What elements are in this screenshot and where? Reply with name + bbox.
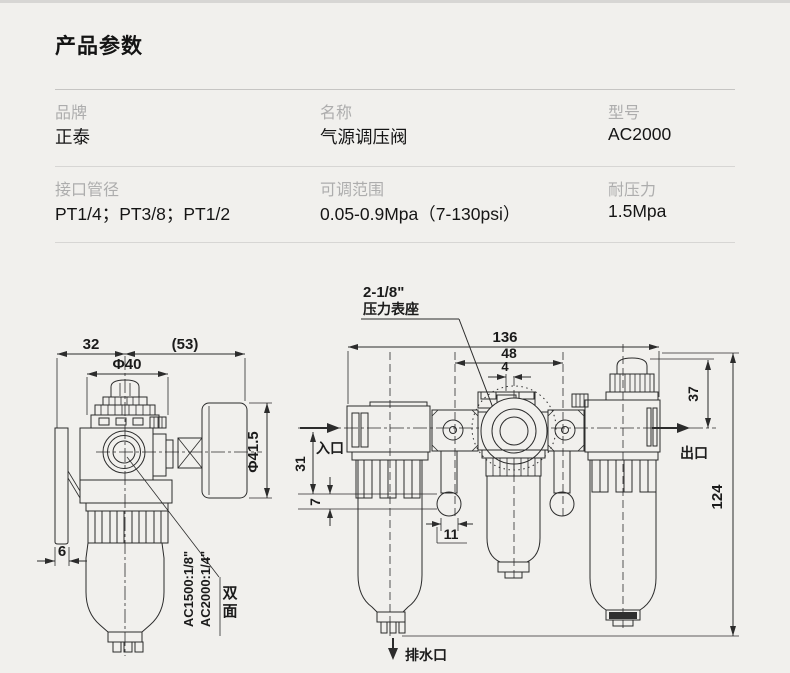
spec-label-model: 型号 (608, 105, 641, 122)
dim-6-label: 6 (58, 543, 66, 560)
dim-32-label: 32 (83, 336, 100, 353)
spec-value-port-size: PT1/4；PT3/8；PT1/2 (55, 204, 231, 224)
divider-middle (55, 166, 735, 167)
spec-value-adjust-range: 0.05-0.9Mpa（7-130psi） (320, 204, 521, 224)
page-title: 产品参数 (55, 35, 143, 58)
top-border (0, 0, 790, 3)
inlet-arrow (327, 423, 340, 433)
spec-value-name: 气源调压阀 (320, 127, 408, 147)
spec-label-port-size: 接口管径 (55, 182, 120, 199)
inlet-label: 入口 (316, 440, 344, 456)
spec-label-max-pressure: 耐压力 (608, 182, 657, 199)
dim-124-label: 124 (709, 484, 726, 510)
dim-136-label: 136 (492, 329, 517, 346)
dim-7-label: 7 (307, 498, 323, 506)
drain-arrow (388, 648, 398, 660)
dim-31-label: 31 (292, 456, 308, 472)
spec-label-brand: 品牌 (55, 105, 88, 122)
spec-value-brand: 正泰 (55, 127, 90, 147)
outlet-label: 出口 (680, 445, 708, 461)
pressure-gauge-outline (201, 402, 248, 499)
divider-top (55, 89, 735, 90)
thread-note-ac2000: AC2000:1/4" (198, 551, 213, 627)
technical-drawings: 6 32 (53) (37, 284, 739, 663)
front-view-drawing: 2-1/8" 压力表座 136 48 4 (292, 284, 739, 663)
thread-note-ac1500: AC1500:1/8" (181, 551, 196, 627)
left-view-drawing: 6 32 (53) (37, 336, 272, 656)
both-sides-note-char1: 双 (222, 585, 237, 602)
spec-value-model: AC2000 (608, 124, 672, 144)
dim-phi40-label: Φ40 (113, 356, 142, 373)
divider-bottom (55, 242, 735, 243)
outlet-arrow (677, 423, 690, 433)
dim-53-label: (53) (172, 336, 199, 353)
dim-11-label: 11 (444, 526, 459, 542)
spec-value-max-pressure: 1.5Mpa (608, 201, 667, 221)
dim-48-label: 48 (501, 345, 517, 361)
spec-label-adjust-range: 可调范围 (320, 182, 385, 199)
dim-37-label: 37 (685, 386, 701, 402)
gauge-port-label: 压力表座 (363, 301, 419, 317)
both-sides-note-char2: 面 (222, 603, 237, 620)
dim-4-label: 4 (501, 359, 509, 374)
dim-phi41-5-label: Φ41.5 (245, 431, 262, 473)
spec-label-name: 名称 (320, 105, 353, 122)
drain-label: 排水口 (405, 647, 447, 663)
gauge-port-size-label: 2-1/8" (363, 284, 404, 301)
